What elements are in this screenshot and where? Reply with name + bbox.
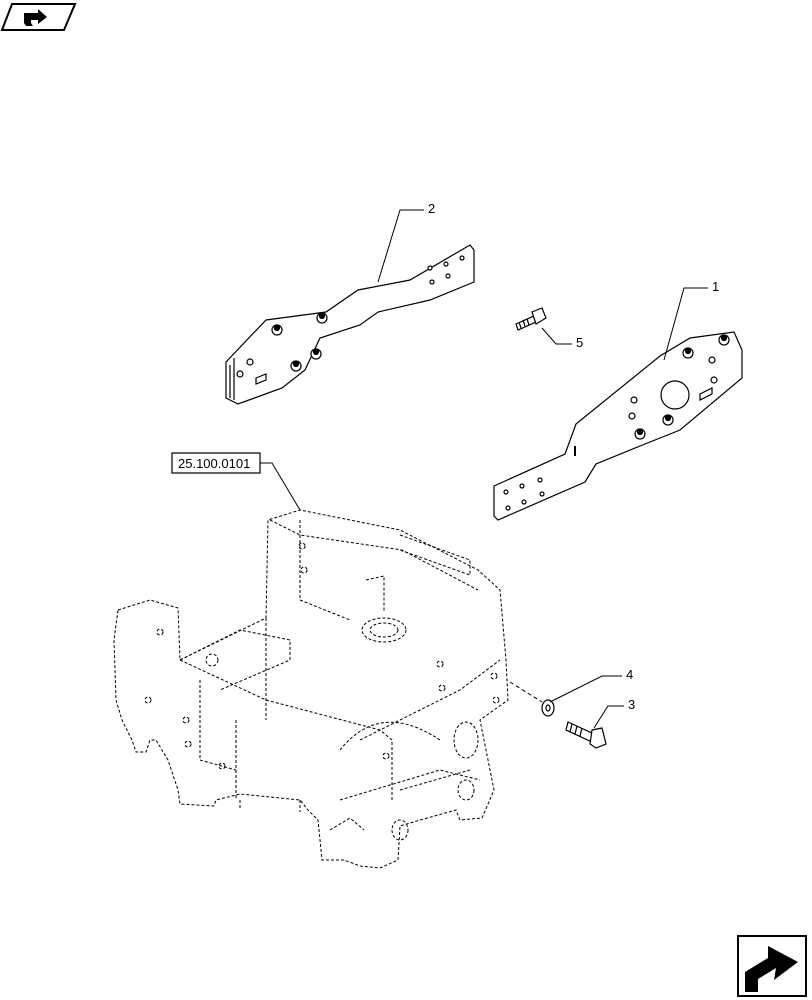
previous-page-arrow-icon[interactable] <box>0 3 77 31</box>
callout-1: 1 <box>663 279 719 361</box>
callout-number: 1 <box>712 279 719 294</box>
callout-5: 5 <box>541 327 583 350</box>
callout-number: 3 <box>628 697 635 712</box>
callout-number: 5 <box>576 335 583 350</box>
bolt <box>565 721 607 749</box>
callout-3: 3 <box>593 697 635 729</box>
reference-housing <box>113 509 509 869</box>
reference-label[interactable]: 25.100.0101 <box>171 452 301 511</box>
callout-number: 2 <box>428 201 435 216</box>
callout-number: 4 <box>626 667 633 682</box>
small-bolt <box>515 307 547 331</box>
left-bracket <box>225 244 475 405</box>
callout-4: 4 <box>549 667 633 703</box>
callout-2: 2 <box>377 201 435 283</box>
reference-label-text: 25.100.0101 <box>178 456 250 471</box>
washer <box>541 699 555 717</box>
next-page-arrow-icon[interactable] <box>737 935 807 997</box>
right-bracket <box>493 331 743 521</box>
